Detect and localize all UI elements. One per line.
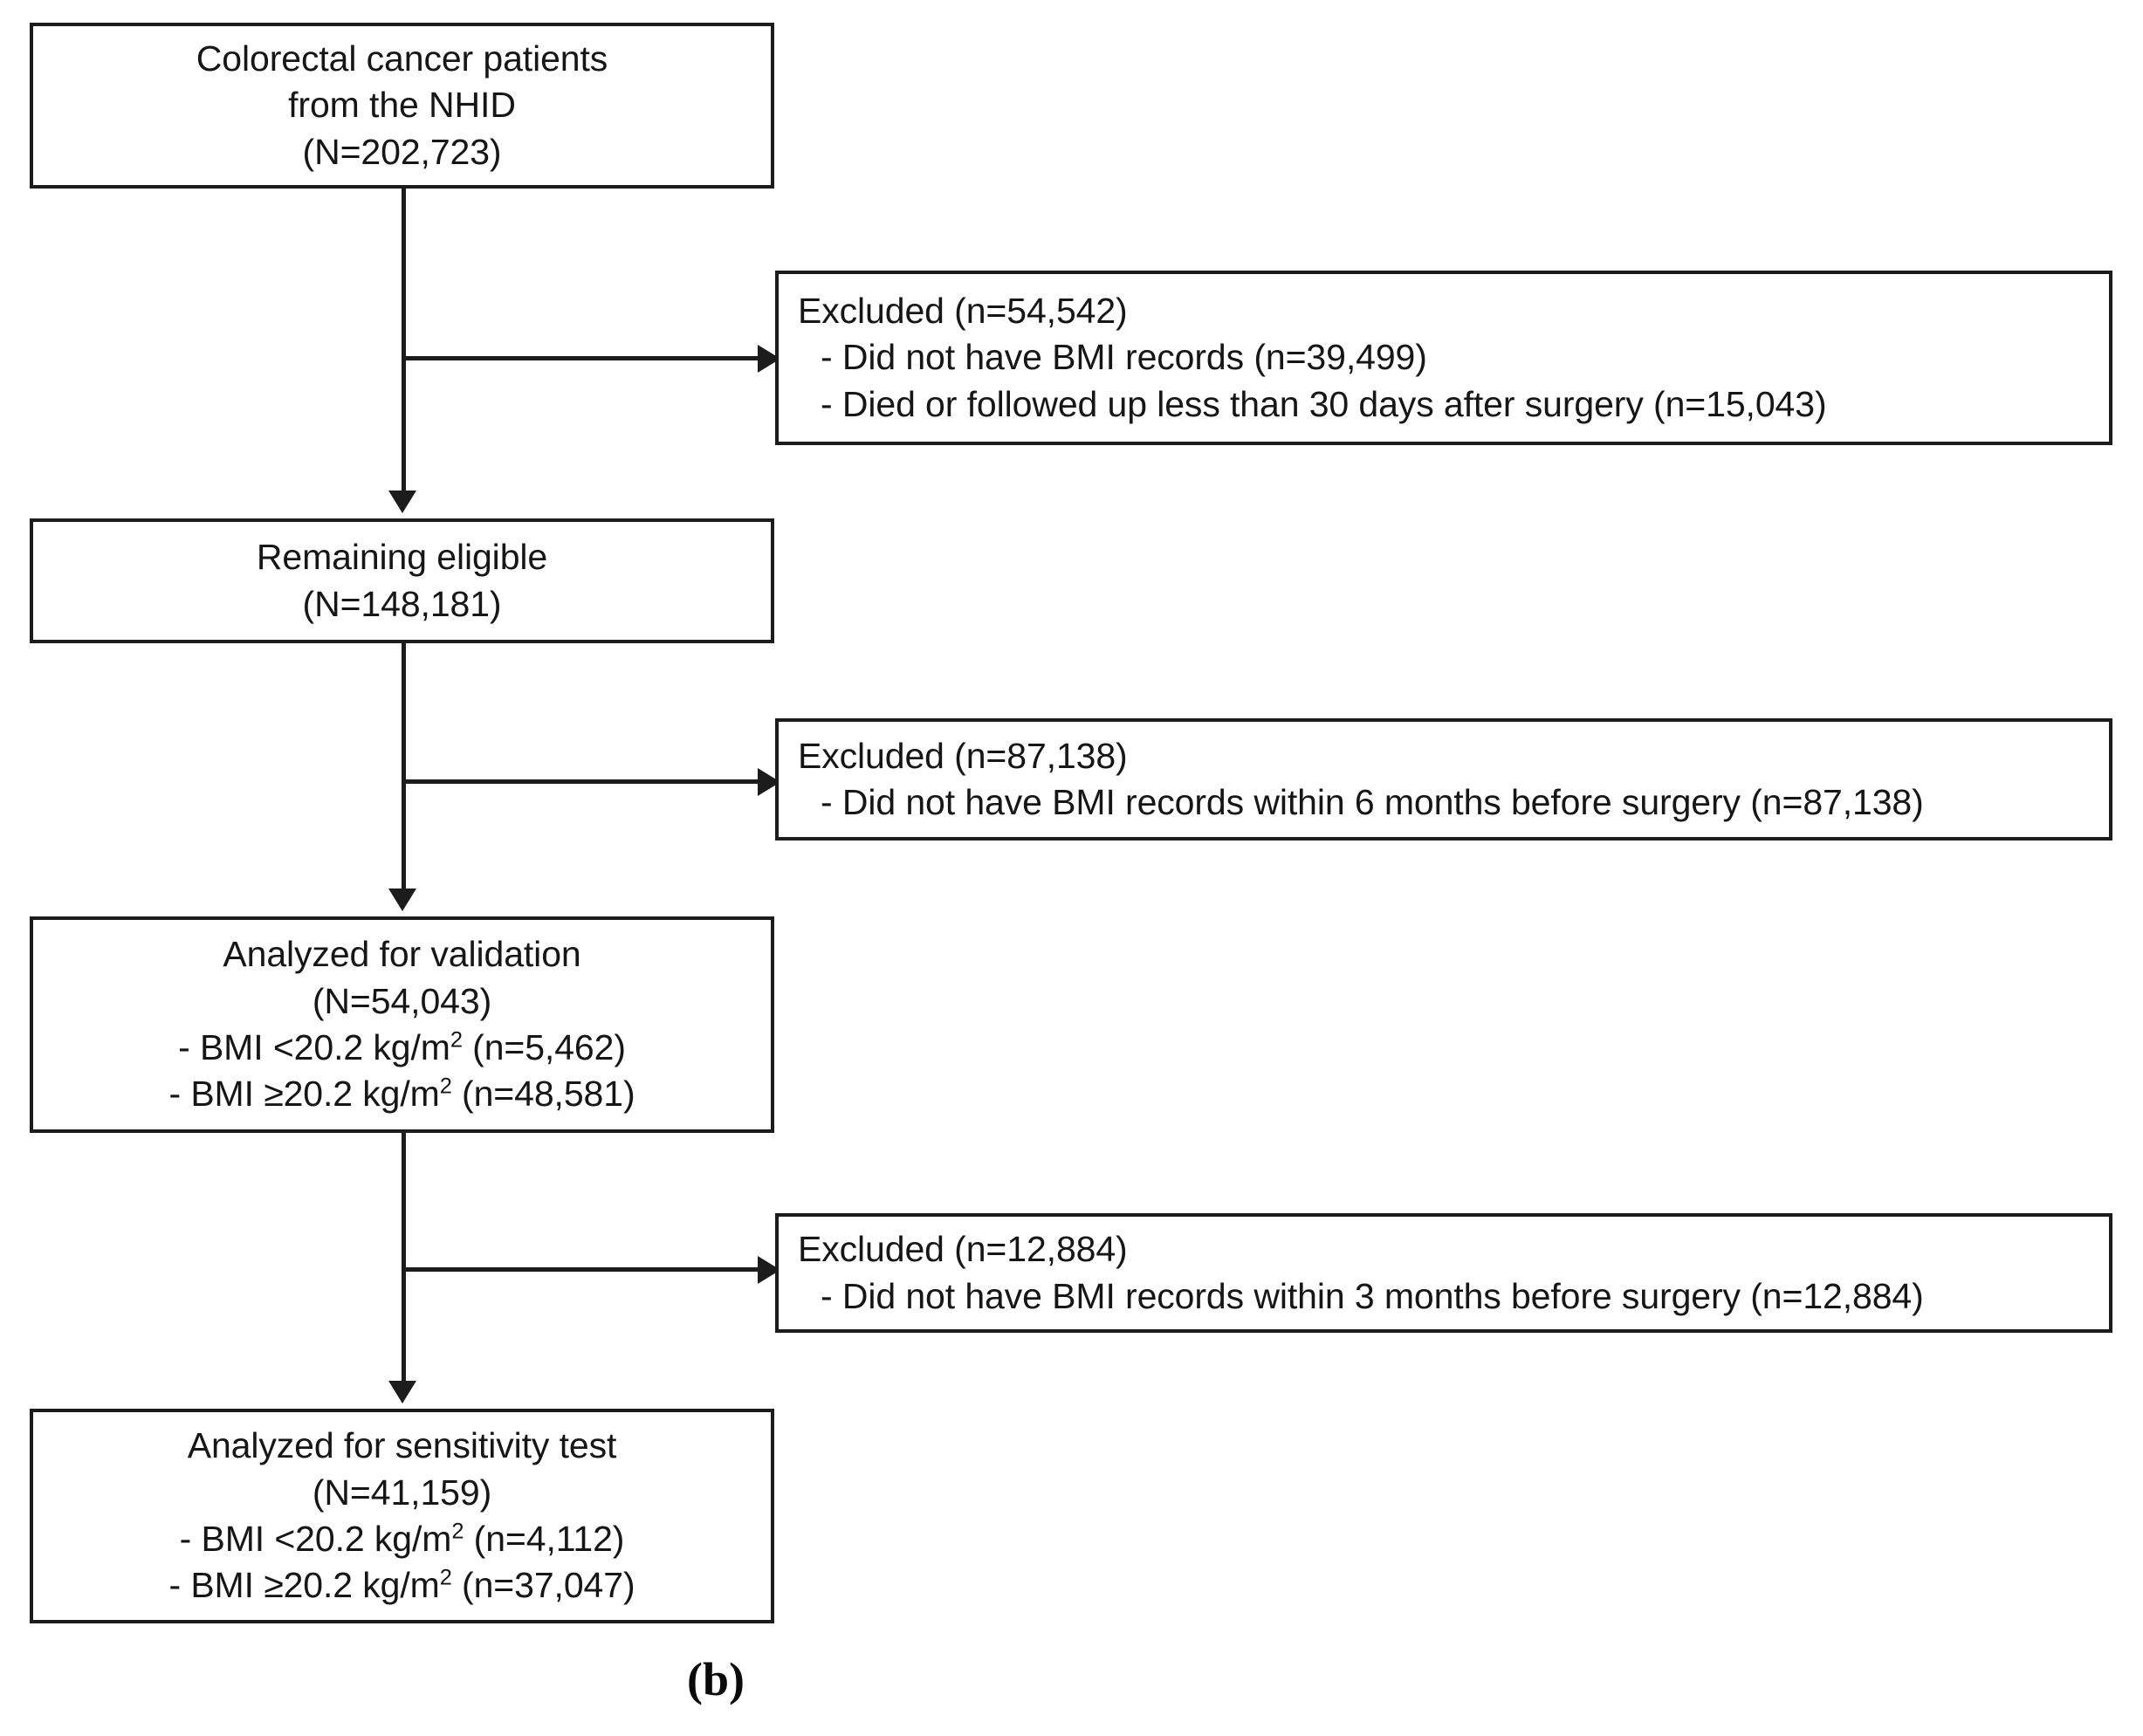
node-analyzed-sensitivity: Analyzed for sensitivity test (N=41,159)… bbox=[30, 1409, 774, 1623]
node-line: (N=202,723) bbox=[302, 131, 502, 172]
arrow-down-1 bbox=[388, 491, 416, 513]
connector-vertical-2 bbox=[402, 643, 406, 894]
bullet-text-post: (n=5,462) bbox=[462, 1027, 626, 1067]
figure-caption: (b) bbox=[687, 1653, 745, 1705]
bullet-text-post: (n=4,112) bbox=[464, 1519, 625, 1559]
node-source-cohort: Colorectal cancer patients from the NHID… bbox=[30, 23, 774, 189]
node-exclusion-3: Excluded (n=12,884) - Did not have BMI r… bbox=[775, 1213, 2112, 1333]
arrow-down-3 bbox=[388, 1381, 416, 1403]
exclusion-item: - Did not have BMI records within 6 mont… bbox=[821, 782, 1924, 822]
node-line: Analyzed for sensitivity test bbox=[187, 1425, 617, 1466]
bullet-text-post: (n=37,047) bbox=[451, 1565, 635, 1606]
bullet-text-pre: - BMI <20.2 kg/m bbox=[179, 1519, 452, 1559]
node-bullet-bmi-high: - BMI ≥20.2 kg/m2 (n=48,581) bbox=[168, 1071, 635, 1117]
superscript-two: 2 bbox=[451, 1519, 464, 1544]
exclusion-item: - Died or followed up less than 30 days … bbox=[821, 383, 1827, 424]
node-remaining-eligible: Remaining eligible (N=148,181) bbox=[30, 518, 774, 643]
superscript-two: 2 bbox=[439, 1565, 452, 1590]
node-line: (N=41,159) bbox=[312, 1472, 492, 1513]
bullet-text-pre: - BMI ≥20.2 kg/m bbox=[168, 1565, 440, 1606]
node-exclusion-1: Excluded (n=54,542) - Did not have BMI r… bbox=[775, 271, 2112, 445]
connector-horizontal-2 bbox=[402, 779, 764, 784]
node-line: Colorectal cancer patients bbox=[196, 38, 608, 79]
node-bullet-bmi-low: - BMI <20.2 kg/m2 (n=5,462) bbox=[178, 1025, 626, 1071]
node-line: from the NHID bbox=[288, 85, 516, 126]
arrow-down-2 bbox=[388, 889, 416, 911]
node-line: (N=148,181) bbox=[302, 583, 502, 624]
node-analyzed-validation: Analyzed for validation (N=54,043) - BMI… bbox=[30, 916, 774, 1133]
exclusion-header: Excluded (n=87,138) bbox=[798, 735, 1128, 776]
exclusion-item: - Did not have BMI records (n=39,499) bbox=[821, 337, 1427, 378]
node-bullet-bmi-low: - BMI <20.2 kg/m2 (n=4,112) bbox=[180, 1516, 625, 1562]
node-bullet-bmi-high: - BMI ≥20.2 kg/m2 (n=37,047) bbox=[168, 1562, 635, 1609]
node-line: Remaining eligible bbox=[256, 537, 548, 578]
connector-horizontal-1 bbox=[402, 356, 764, 360]
exclusion-item: - Did not have BMI records within 3 mont… bbox=[821, 1275, 1924, 1316]
node-exclusion-2: Excluded (n=87,138) - Did not have BMI r… bbox=[775, 718, 2112, 841]
connector-vertical-1 bbox=[402, 189, 406, 496]
connector-horizontal-3 bbox=[402, 1267, 764, 1272]
node-line: (N=54,043) bbox=[312, 980, 492, 1021]
node-line: Analyzed for validation bbox=[223, 934, 581, 975]
superscript-two: 2 bbox=[439, 1074, 452, 1099]
exclusion-header: Excluded (n=12,884) bbox=[798, 1229, 1128, 1270]
superscript-two: 2 bbox=[450, 1027, 463, 1053]
connector-vertical-3 bbox=[402, 1133, 406, 1386]
bullet-text-pre: - BMI ≥20.2 kg/m bbox=[168, 1074, 440, 1115]
exclusion-header: Excluded (n=54,542) bbox=[798, 291, 1128, 332]
bullet-text-pre: - BMI <20.2 kg/m bbox=[178, 1027, 450, 1067]
bullet-text-post: (n=48,581) bbox=[451, 1074, 635, 1115]
